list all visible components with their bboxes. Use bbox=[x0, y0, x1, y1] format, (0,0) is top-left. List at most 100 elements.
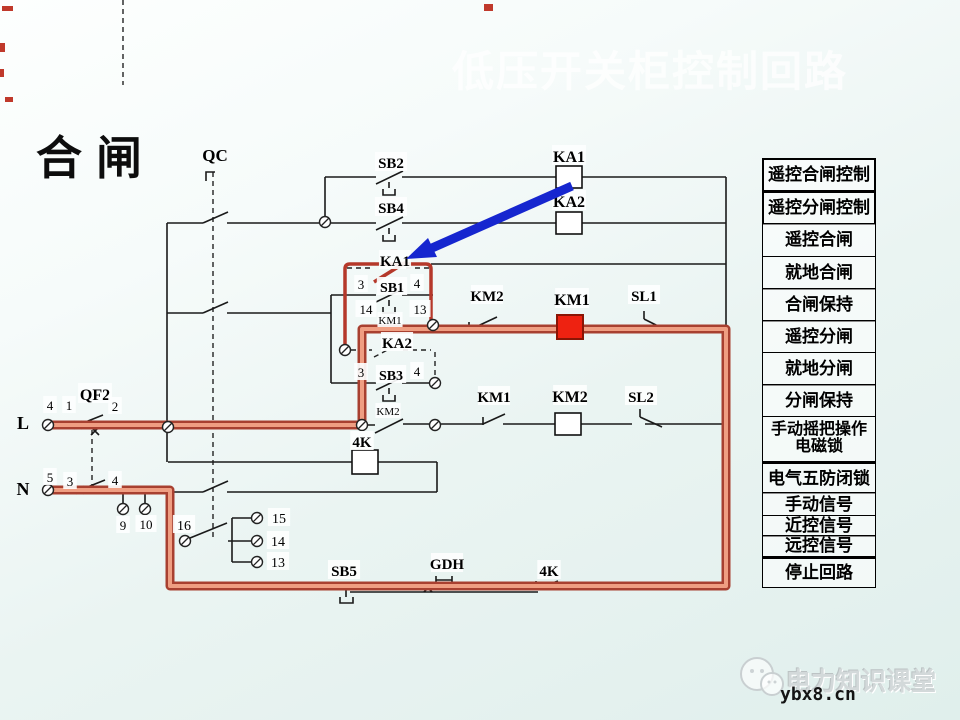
legend-item: 遥控合闸 bbox=[762, 223, 876, 258]
label-background bbox=[267, 508, 291, 526]
legend-item: 就地分闸 bbox=[762, 351, 876, 386]
component-label: 15 bbox=[272, 512, 286, 527]
watermark-url: ybx8.cn bbox=[780, 684, 856, 705]
component-label: SB1 bbox=[380, 281, 404, 296]
label-background bbox=[78, 383, 112, 403]
label-background bbox=[409, 300, 431, 317]
label-background bbox=[553, 385, 587, 405]
label-background bbox=[374, 197, 408, 216]
red-edge-mark bbox=[484, 4, 493, 11]
component-label: 3 bbox=[358, 277, 365, 292]
terminal-slash bbox=[43, 420, 53, 430]
component-label: GDH bbox=[430, 557, 465, 573]
terminal-slash bbox=[140, 504, 150, 514]
red-edge-mark bbox=[2, 6, 13, 11]
pointer-arrow bbox=[406, 181, 574, 259]
terminal-slash bbox=[180, 536, 190, 546]
label-background bbox=[627, 285, 661, 304]
label-background bbox=[377, 312, 403, 327]
terminal-slash bbox=[43, 485, 53, 495]
component-label: KM1 bbox=[378, 315, 401, 327]
coil-ka2 bbox=[555, 211, 583, 235]
label-background bbox=[552, 145, 586, 165]
component-label: 16 bbox=[177, 519, 191, 534]
label-background bbox=[266, 552, 290, 570]
legend-item: 近控信号 bbox=[762, 514, 876, 537]
legend-item: 遥控合闸控制 bbox=[762, 158, 876, 193]
legend-item: 手动信号 bbox=[762, 492, 876, 517]
label-background bbox=[410, 274, 424, 291]
component-label: 14 bbox=[360, 302, 374, 317]
red-edge-mark bbox=[0, 69, 4, 77]
label-background bbox=[327, 560, 361, 579]
component-label: KA2 bbox=[382, 336, 412, 352]
component-label: SB5 bbox=[331, 564, 357, 580]
legend-item: 遥控分闸 bbox=[762, 320, 876, 354]
dashed-link-lines bbox=[91, 0, 436, 540]
coils bbox=[351, 165, 584, 475]
component-label: 13 bbox=[271, 556, 285, 571]
component-label: KM1 bbox=[554, 292, 590, 309]
terminal-slash bbox=[430, 420, 440, 430]
label-background bbox=[375, 365, 407, 383]
component-label: KM2 bbox=[470, 289, 503, 305]
legend-list: 遥控合闸控制遥控分闸控制遥控合闸就地合闸合闸保持遥控分闸就地分闸分闸保持手动摇把… bbox=[762, 158, 876, 588]
component-label: KA1 bbox=[380, 254, 410, 270]
coil-4k bbox=[351, 449, 379, 475]
label-background bbox=[62, 396, 76, 413]
terminal-slash bbox=[430, 378, 440, 388]
legend-item: 合闸保持 bbox=[762, 288, 876, 323]
terminal-slash bbox=[252, 557, 262, 567]
wires bbox=[73, 170, 727, 604]
component-label: QC bbox=[202, 146, 228, 165]
label-background bbox=[375, 403, 401, 418]
component-label: 14 bbox=[271, 535, 285, 550]
legend-item: 遥控分闸控制 bbox=[762, 190, 876, 225]
coil-km2 bbox=[554, 412, 582, 436]
label-background bbox=[430, 553, 464, 572]
label-background bbox=[43, 396, 57, 413]
label-background bbox=[350, 431, 374, 450]
label-background bbox=[355, 300, 377, 317]
legend-item: 就地合闸 bbox=[762, 255, 876, 290]
terminal-slash bbox=[118, 504, 128, 514]
component-label: SB2 bbox=[378, 156, 404, 172]
watermark-logo-icon bbox=[740, 657, 784, 696]
label-background bbox=[376, 277, 408, 295]
component-label: 3 bbox=[358, 365, 365, 380]
component-label: 4 bbox=[414, 276, 421, 291]
component-label: KM2 bbox=[376, 406, 399, 418]
label-background bbox=[537, 560, 561, 579]
component-label: 3 bbox=[67, 474, 74, 489]
label-background bbox=[116, 516, 130, 533]
component-label: SL2 bbox=[628, 390, 654, 406]
component-label: 4 bbox=[414, 364, 421, 379]
label-background bbox=[266, 531, 290, 549]
label-background bbox=[354, 363, 368, 380]
component-label: 4 bbox=[47, 398, 54, 413]
component-label: 13 bbox=[414, 302, 427, 317]
label-background bbox=[135, 515, 157, 532]
label-background bbox=[470, 285, 504, 304]
component-label: 4 bbox=[112, 473, 119, 488]
terminal-slash bbox=[428, 320, 438, 330]
component-label: KM1 bbox=[477, 390, 510, 406]
slide-title: 低压开关柜控制回路 bbox=[452, 48, 849, 95]
component-label: 4K bbox=[352, 435, 372, 451]
label-background bbox=[477, 386, 511, 405]
label-background bbox=[43, 468, 57, 485]
component-label: KM2 bbox=[552, 389, 588, 406]
label-background bbox=[555, 288, 589, 308]
component-label: SB3 bbox=[379, 369, 403, 384]
label-background bbox=[378, 250, 412, 269]
component-label: KA1 bbox=[553, 149, 585, 166]
red-edge-mark bbox=[0, 43, 5, 52]
component-label: KA2 bbox=[553, 194, 585, 211]
legend-item: 停止回路 bbox=[762, 555, 876, 588]
terminal-slash bbox=[357, 420, 367, 430]
legend-item: 远控信号 bbox=[762, 535, 876, 558]
terminals bbox=[41, 215, 442, 569]
legend-item: 电气五防闭锁 bbox=[762, 461, 876, 495]
